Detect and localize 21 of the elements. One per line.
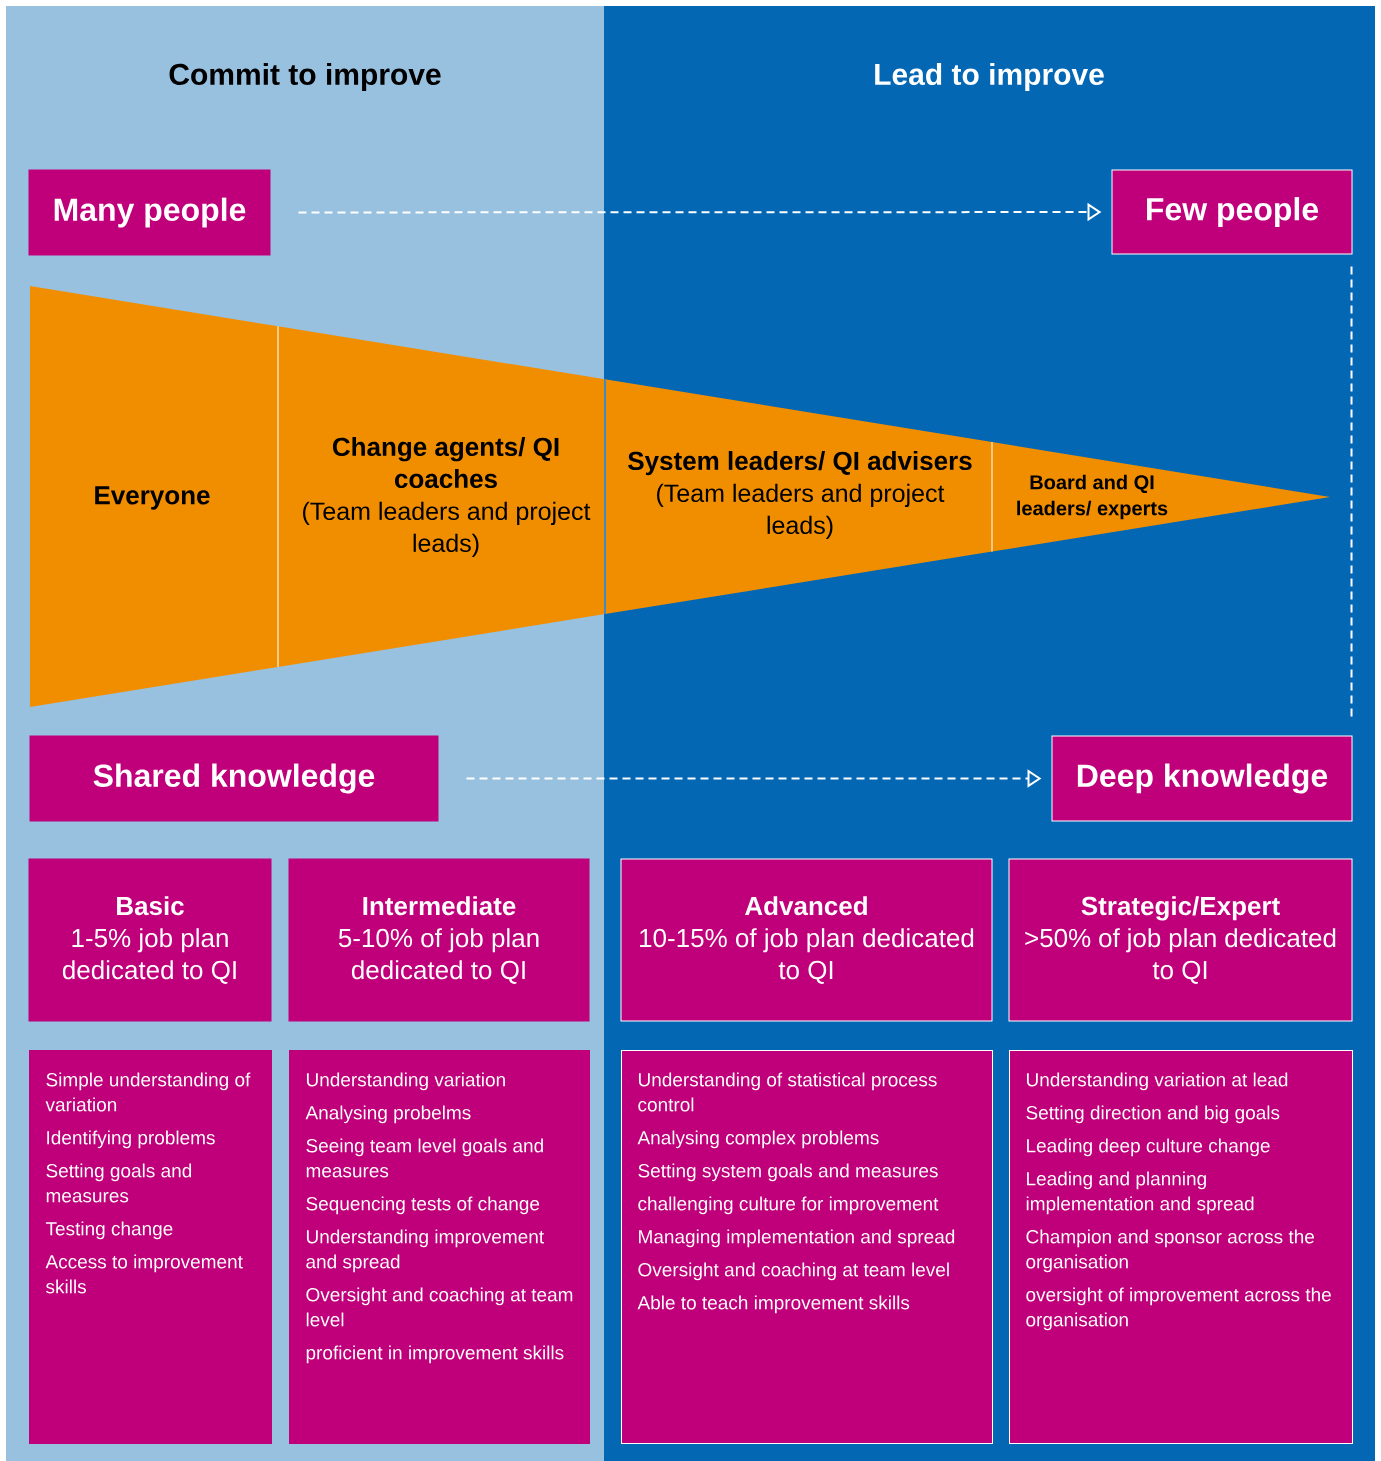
level-box: Strategic/Expert >50% of job plan dedicated to QI (1008, 858, 1353, 1022)
node-label: Board and QI leaders/ experts (1017, 474, 1168, 520)
funnel-segment: Board and QI leaders/ experts (992, 442, 1330, 552)
node-label: System leaders/ QI advisers (628, 451, 972, 476)
funnel-segment: System leaders/ QI advisers (Team leaders and project leads) (605, 379, 992, 615)
level-box: Advanced 10-15% of job plan dedicated to QI (620, 858, 993, 1022)
label-box: Shared knowledge (29, 735, 439, 822)
label-box: Few people (1111, 169, 1353, 255)
node-label: Change agents/ QI coaches (332, 437, 559, 489)
skills-box: Understanding variation at lead Setting direction and big goals Leading deep culture change Leading and planning implementation and spread Champion and sponsor across the organisation oversight of improvement across the organisation (1009, 1050, 1353, 1444)
label-box: Many people (28, 169, 271, 256)
label-box: Deep knowledge (1051, 735, 1353, 822)
level-box: Basic 1-5% job plan dedicated to QI (28, 858, 272, 1022)
level-box: Intermediate 5-10% of job plan dedicated to QI (288, 858, 590, 1022)
skills-box: Understanding of statistical process control Analysing complex problems Setting system goals and measures challenging culture for improvement Managing implementation and spread Oversight and coaching at team level Able to teach improvement skills (621, 1050, 993, 1444)
node-label: (Team leaders and project leads) (303, 501, 591, 558)
node-label: Everyone (95, 486, 210, 510)
node-label: (Team leaders and project leads) (657, 483, 945, 540)
skills-box: Simple understanding of variation Identifying problems Setting goals and measures Testing change Access to improvement skills (29, 1050, 272, 1444)
skills-box: Understanding variation Analysing probelms Seeing team level goals and measures Sequencing tests of change Understanding improvement and spread Oversight and coaching at team level proficient in improvement skills (289, 1050, 590, 1444)
funnel-segment: Change agents/ QI coaches (Team leaders and project leads) (278, 326, 605, 667)
